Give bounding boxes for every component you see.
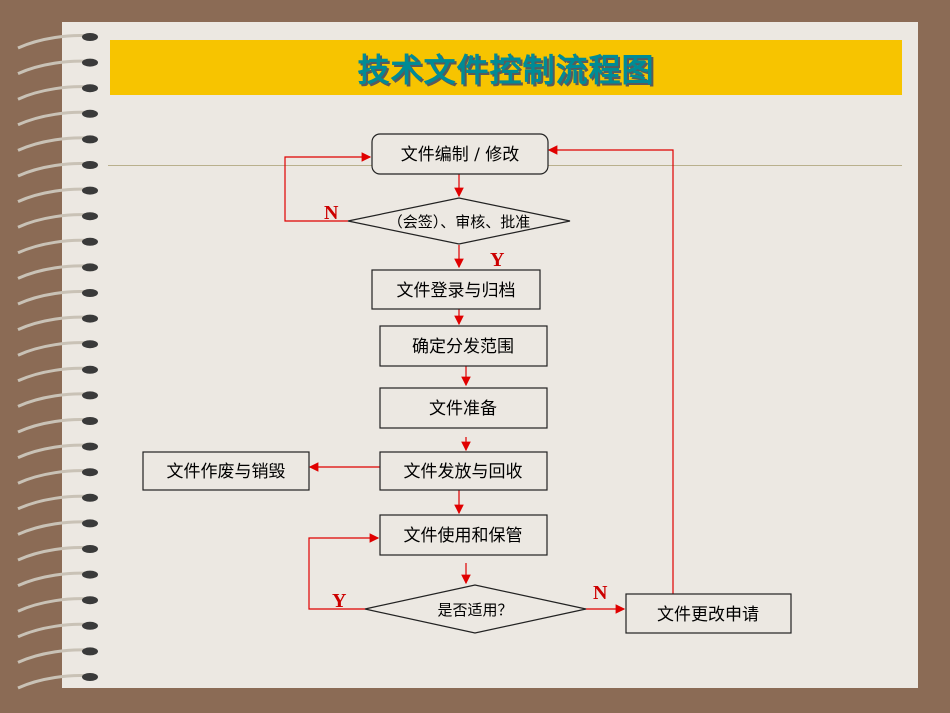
node-destroy bbox=[142, 451, 310, 491]
node-edit-label: 文件编制 / 修改 bbox=[401, 145, 520, 165]
spiral-hole bbox=[82, 596, 98, 605]
spiral-hole bbox=[82, 493, 98, 502]
node-use-label: 文件使用和保管 bbox=[404, 525, 523, 546]
spiral-hole bbox=[82, 621, 98, 630]
label-applicable-no: N bbox=[593, 582, 608, 604]
spiral-hole bbox=[82, 340, 98, 349]
node-destroy-label: 文件作废与销毁 bbox=[167, 462, 286, 482]
label-approve-no: N bbox=[324, 202, 339, 224]
label-approve-yes: Y bbox=[490, 249, 505, 271]
spiral-hole bbox=[82, 186, 98, 195]
spiral-hole bbox=[82, 135, 98, 144]
node-applicable-label: 是否适用？ bbox=[437, 601, 512, 619]
spiral-hole bbox=[82, 417, 98, 425]
node-approve bbox=[347, 197, 571, 245]
spiral-hole bbox=[82, 263, 98, 272]
node-applicable bbox=[364, 584, 587, 634]
page-title: 技术文件控制流程图 bbox=[357, 50, 655, 89]
spiral-hole bbox=[82, 289, 98, 297]
spiral-hole bbox=[82, 84, 98, 93]
spiral-hole bbox=[82, 673, 98, 681]
spiral-hole bbox=[82, 647, 98, 656]
node-change-request-label: 文件更改申请 bbox=[657, 605, 759, 625]
spiral-binding bbox=[17, 33, 98, 690]
spiral-hole bbox=[82, 545, 98, 553]
spiral-hole bbox=[82, 33, 98, 41]
title-bar: 技术文件控制流程图 bbox=[110, 40, 902, 95]
node-register bbox=[371, 269, 541, 310]
node-scope bbox=[379, 325, 548, 367]
node-register-label: 文件登录与归档 bbox=[397, 281, 516, 301]
node-edit bbox=[371, 133, 549, 175]
spiral-hole bbox=[82, 212, 98, 221]
spiral-hole bbox=[82, 570, 98, 579]
spiral-hole bbox=[82, 365, 98, 374]
arrow-applicable-yes bbox=[308, 533, 380, 610]
node-approve-label: （会签）、审核、批准 bbox=[388, 213, 531, 231]
arrow-change-edit bbox=[547, 145, 674, 594]
spiral-hole bbox=[82, 391, 98, 400]
node-prepare-label: 文件准备 bbox=[429, 399, 497, 419]
node-scope-label: 确定分发范围 bbox=[412, 337, 514, 357]
spiral-hole bbox=[82, 58, 98, 67]
spiral-hole bbox=[82, 161, 98, 169]
spiral-hole bbox=[82, 519, 98, 528]
label-applicable-yes: Y bbox=[332, 590, 347, 612]
arrow-approve-no bbox=[284, 152, 372, 222]
node-distribute bbox=[379, 451, 548, 491]
node-change-request bbox=[625, 593, 792, 634]
spiral-hole bbox=[82, 468, 98, 477]
spiral-hole bbox=[82, 237, 98, 246]
node-prepare bbox=[379, 387, 548, 429]
spiral-hole bbox=[82, 442, 98, 451]
spiral-hole bbox=[82, 314, 98, 323]
spiral-hole bbox=[82, 109, 98, 118]
node-distribute-label: 文件发放与回收 bbox=[404, 462, 523, 482]
node-use bbox=[379, 514, 548, 556]
